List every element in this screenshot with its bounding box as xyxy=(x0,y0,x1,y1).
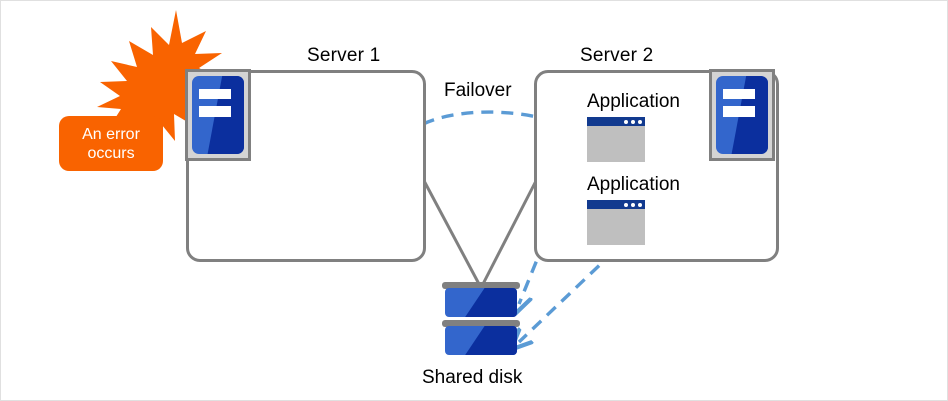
disk-unit-1 xyxy=(445,288,517,317)
server-icon-bar-top xyxy=(722,89,755,100)
application-dot-3 xyxy=(638,202,642,207)
error-callout-line2: occurs xyxy=(87,144,135,162)
server1-disk-line xyxy=(420,176,481,285)
disk-unit-2 xyxy=(445,326,517,355)
error-callout: An error occurs xyxy=(59,116,163,171)
application-1-label: Application xyxy=(587,91,680,112)
disk-stack-icon xyxy=(442,282,522,362)
error-callout-line1: An error xyxy=(82,125,140,143)
shared-disk-label: Shared disk xyxy=(422,367,523,388)
application-2-label: Application xyxy=(587,174,680,195)
application-dot-1 xyxy=(624,119,628,124)
server1-title: Server 1 xyxy=(307,45,381,66)
disk-cap-middle xyxy=(442,320,520,327)
server-icon-body xyxy=(716,76,768,154)
failover-arrow xyxy=(405,110,547,138)
application-dot-1 xyxy=(624,202,628,207)
server-icon-body xyxy=(192,76,244,154)
server-icon-bar-bottom xyxy=(722,106,755,117)
application-titlebar xyxy=(587,200,645,209)
application-dot-2 xyxy=(631,202,635,207)
server2-title: Server 2 xyxy=(580,45,654,66)
server2-disk-line xyxy=(481,176,540,285)
application-window-icon-1 xyxy=(587,117,645,162)
server-machine-icon xyxy=(709,69,775,161)
failover-label: Failover xyxy=(444,80,512,101)
application-titlebar xyxy=(587,117,645,126)
application-dot-2 xyxy=(631,119,635,124)
application-window-icon-2 xyxy=(587,200,645,245)
server-icon-bar-bottom xyxy=(198,106,231,117)
application-dot-3 xyxy=(638,119,642,124)
disk-cap-top xyxy=(442,282,520,289)
server-machine-icon xyxy=(185,69,251,161)
server-icon-bar-top xyxy=(198,89,231,100)
